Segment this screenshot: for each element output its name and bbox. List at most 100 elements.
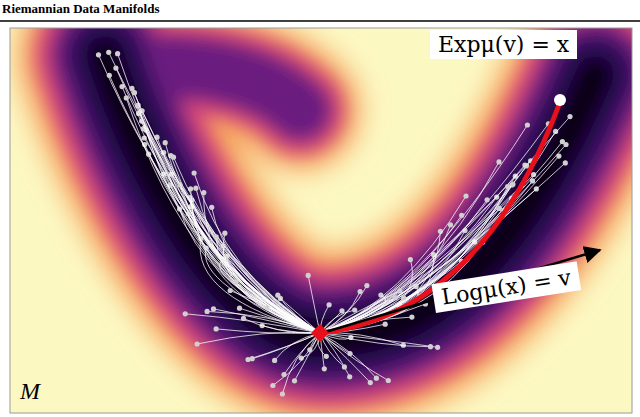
geodesic-line <box>116 68 320 333</box>
geodesic-line <box>320 181 533 333</box>
data-point <box>322 366 327 371</box>
target-point <box>554 94 566 106</box>
geodesic-line <box>248 333 320 360</box>
geodesic-line <box>142 111 320 333</box>
geodesic-line <box>244 318 321 333</box>
manifold-symbol: M <box>20 378 40 405</box>
geodesic-line <box>109 75 320 333</box>
data-point <box>485 197 490 202</box>
geodesic-line <box>180 209 320 333</box>
geodesic-line <box>142 121 320 333</box>
data-point <box>281 372 286 377</box>
geodesic-line <box>139 113 320 333</box>
data-point <box>292 378 297 383</box>
data-point <box>567 114 572 119</box>
geodesic-line <box>320 333 376 378</box>
data-point <box>435 345 440 350</box>
header-rule <box>0 20 640 22</box>
geodesic-line <box>146 130 320 333</box>
geodesic-line <box>138 106 320 333</box>
geodesic-line <box>252 333 320 359</box>
geodesic-line <box>109 52 320 333</box>
data-point <box>107 73 112 78</box>
data-point <box>124 95 129 100</box>
geodesic-line <box>320 333 388 381</box>
geodesic-line <box>171 156 320 333</box>
geodesic-line <box>320 185 512 333</box>
data-point <box>352 307 357 312</box>
data-point <box>525 122 530 127</box>
data-point <box>205 309 210 314</box>
geodesic-line <box>320 197 497 333</box>
geodesic-line <box>205 248 320 333</box>
geodesic-line <box>320 208 499 333</box>
geodesic-line <box>320 165 525 333</box>
geodesic-line <box>194 173 320 333</box>
running-header: Riemannian Data Manifolds <box>2 1 159 17</box>
data-point <box>428 344 433 349</box>
geodesic-line <box>99 55 321 333</box>
geodesic-line <box>164 153 320 334</box>
geodesic-line <box>157 137 320 333</box>
geodesic-line <box>320 333 431 347</box>
data-point <box>374 376 379 381</box>
data-point <box>409 315 414 320</box>
geodesic-line <box>278 295 320 333</box>
data-point <box>214 326 219 331</box>
geodesic-line <box>320 184 513 333</box>
geodesic-line <box>320 296 420 333</box>
geodesic-line <box>126 98 320 333</box>
data-point <box>342 364 347 369</box>
geodesic-line <box>171 174 320 333</box>
geodesic-line <box>118 54 320 333</box>
data-point <box>115 51 120 56</box>
data-point <box>358 289 363 294</box>
geodesic-line <box>320 161 531 333</box>
data-point <box>237 306 242 311</box>
geodesic-line <box>122 87 320 333</box>
data-point <box>448 222 453 227</box>
data-point <box>183 311 188 316</box>
data-point <box>307 347 312 352</box>
data-point <box>459 213 464 218</box>
data-point <box>275 293 280 298</box>
data-point <box>106 50 111 55</box>
geodesic-line <box>236 282 320 333</box>
data-point <box>241 316 246 321</box>
geodesic-line <box>284 333 320 375</box>
geodesic-line <box>191 189 320 333</box>
geodesic-line <box>132 88 320 333</box>
data-point <box>228 288 233 293</box>
geodesic-line <box>188 214 320 333</box>
data-point <box>393 295 398 300</box>
data-point <box>368 380 373 385</box>
geodesic-line <box>149 154 320 333</box>
geodesic-line <box>320 187 508 333</box>
geodesic-line <box>192 200 320 333</box>
data-point <box>386 378 391 383</box>
geodesic-line <box>320 210 504 333</box>
data-point <box>563 160 568 165</box>
density-map <box>10 28 632 413</box>
data-point <box>306 273 311 278</box>
data-point <box>192 170 197 175</box>
data-point <box>397 288 402 293</box>
data-point <box>222 231 227 236</box>
geodesic-line <box>197 332 320 344</box>
plot-frame <box>10 28 632 413</box>
data-point <box>195 341 200 346</box>
geodesic-line <box>207 311 320 333</box>
geodesic-line <box>174 157 321 333</box>
data-point <box>171 155 176 160</box>
data-point <box>408 257 413 262</box>
data-point <box>211 306 216 311</box>
data-point <box>463 193 468 198</box>
data-point <box>163 140 168 145</box>
geodesic-line <box>180 185 320 333</box>
geodesic-line <box>165 143 320 333</box>
geodesic-line <box>190 198 320 334</box>
geodesic-line <box>320 333 403 345</box>
geodesic-line <box>223 246 320 333</box>
data-point <box>347 374 352 379</box>
